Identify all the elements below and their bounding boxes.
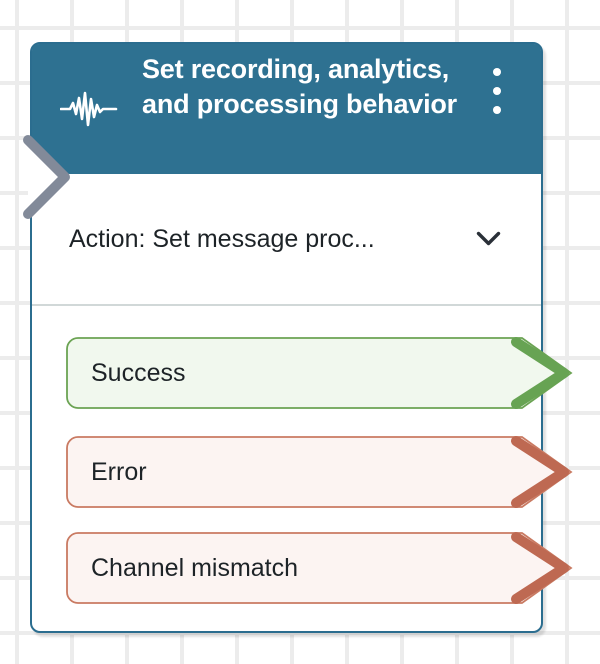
output-connector-success (511, 337, 569, 409)
kebab-dot (493, 68, 501, 76)
divider (32, 304, 541, 306)
block-header[interactable]: Set recording, analytics, and processing… (32, 44, 541, 174)
input-connector[interactable] (23, 132, 83, 224)
action-label: Action: Set message proc... (69, 224, 375, 253)
output-label: Channel mismatch (91, 553, 299, 582)
block-title: Set recording, analytics, and processing… (142, 54, 457, 119)
kebab-dot (493, 87, 501, 95)
output-label: Error (91, 457, 147, 486)
output-label: Success (91, 358, 186, 387)
kebab-dot (493, 106, 501, 114)
output-connector-error (511, 436, 569, 508)
output-success[interactable]: Success (66, 337, 578, 409)
waveform-icon (60, 91, 118, 127)
output-connector-channel-mismatch (511, 532, 569, 604)
action-selector[interactable]: Action: Set message proc... (32, 174, 541, 304)
flow-block[interactable]: Set recording, analytics, and processing… (30, 42, 573, 633)
output-error[interactable]: Error (66, 436, 578, 508)
output-channel-mismatch[interactable]: Channel mismatch (66, 532, 578, 604)
kebab-menu-icon[interactable] (492, 68, 502, 114)
chevron-down-icon (476, 231, 501, 246)
